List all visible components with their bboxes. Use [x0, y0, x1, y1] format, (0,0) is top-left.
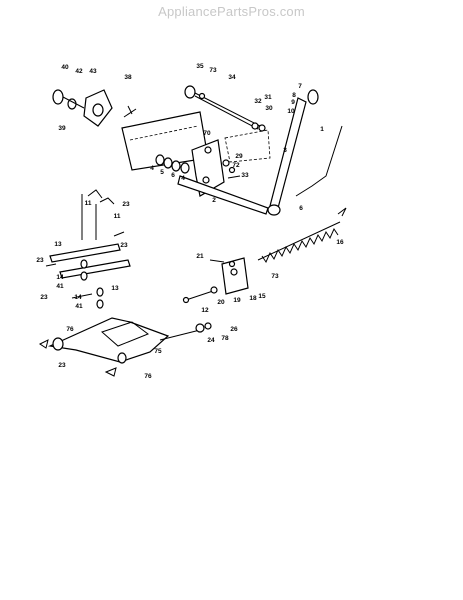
callout-42: 42: [75, 68, 83, 75]
callout-18: 18: [249, 295, 257, 302]
lever: [267, 89, 319, 216]
callout-40: 40: [61, 64, 69, 71]
callout-13b: 13: [111, 285, 119, 292]
callout-1: 1: [320, 126, 324, 133]
callout-6b: 6: [299, 205, 303, 212]
callout-5: 5: [160, 169, 164, 176]
lift-arm: [177, 139, 269, 215]
callout-11: 11: [85, 200, 92, 207]
callout-23b: 23: [120, 242, 128, 249]
callout-13: 13: [54, 241, 62, 248]
callout-26: 26: [230, 326, 238, 333]
callout-14b: 14: [74, 294, 82, 301]
callout-23d: 23: [40, 294, 48, 301]
callout-76b: 76: [144, 373, 152, 380]
callout-20: 20: [217, 299, 225, 306]
callout-41b: 41: [75, 303, 83, 310]
callout-35: 35: [196, 63, 204, 70]
callout-3: 3: [283, 147, 287, 154]
callout-73: 73: [209, 67, 217, 74]
callout-21: 21: [196, 253, 204, 260]
watermark: AppliancePartsPros.com: [158, 4, 305, 19]
callout-4b: 4: [181, 175, 185, 182]
knob-assembly: [52, 89, 113, 127]
upper-rod: [184, 85, 266, 132]
callout-23c: 23: [36, 257, 44, 264]
callout-12: 12: [201, 307, 209, 314]
washers: [155, 154, 190, 174]
callout-10: 10: [287, 108, 295, 115]
callout-15: 15: [258, 293, 266, 300]
callout-78: 78: [221, 335, 229, 342]
callout-70: 70: [203, 130, 211, 137]
callout-24: 24: [207, 337, 215, 344]
callout-8: 8: [292, 92, 296, 99]
callout-29: 29: [235, 153, 243, 160]
callout-33: 33: [241, 172, 249, 179]
callout-32: 32: [254, 98, 262, 105]
callout-34: 34: [228, 74, 236, 81]
callout-76: 76: [66, 326, 74, 333]
callout-16: 16: [336, 239, 344, 246]
callout-19: 19: [233, 297, 241, 304]
callout-9: 9: [291, 99, 295, 106]
callout-23: 23: [122, 201, 130, 208]
left-linkage: [45, 189, 131, 309]
callout-73b: 73: [271, 273, 279, 280]
callout-72: 72: [232, 162, 240, 169]
bolt: [182, 286, 218, 304]
lower-bracket: [209, 257, 249, 295]
callout-75: 75: [154, 348, 162, 355]
dashed-linkage: [224, 129, 271, 163]
callout-14: 14: [56, 274, 64, 281]
callout-2: 2: [212, 197, 216, 204]
handle-rod: [295, 125, 343, 197]
callout-7: 7: [298, 83, 302, 90]
deck-hanger: [47, 317, 212, 364]
callout-31: 31: [264, 94, 272, 101]
callout-41: 41: [56, 283, 64, 290]
callout-43: 43: [89, 68, 97, 75]
callout-30: 30: [265, 105, 273, 112]
callout-11b: 11: [114, 213, 121, 220]
callout-6: 6: [171, 172, 175, 179]
callout-23e: 23: [58, 362, 66, 369]
callout-38: 38: [124, 74, 132, 81]
hair-pin-clips: [39, 339, 117, 377]
small-bolts: [222, 159, 241, 179]
callout-4: 4: [150, 165, 154, 172]
callout-39: 39: [58, 125, 66, 132]
long-spring: [257, 207, 347, 264]
